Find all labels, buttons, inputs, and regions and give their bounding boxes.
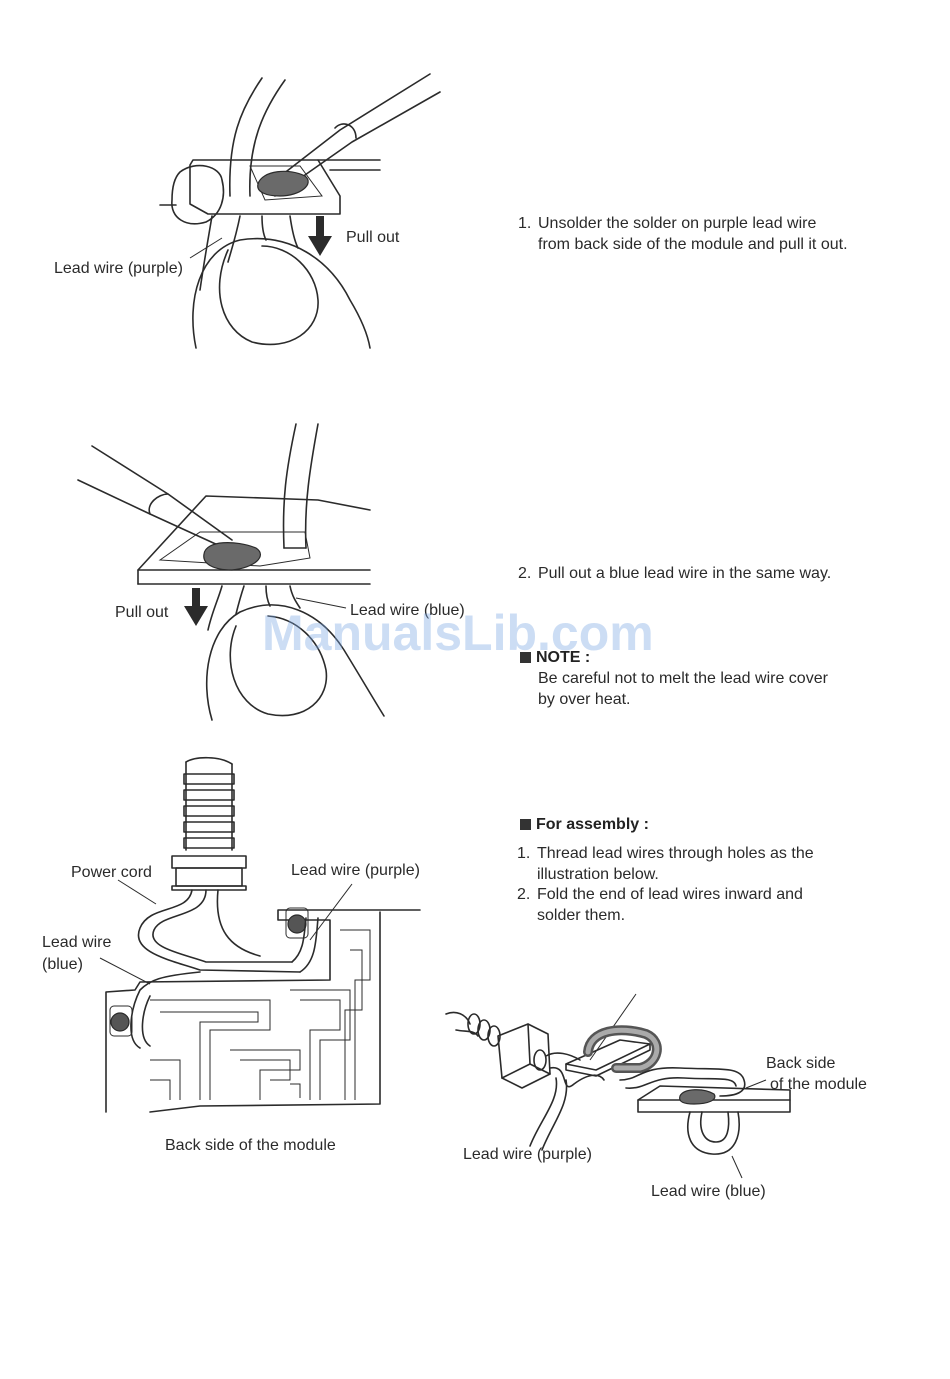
label-lead-wire-blue-3b: (blue) [42, 956, 83, 973]
assembly-step-2-line1: Fold the end of lead wires inward and [537, 886, 803, 903]
label-lead-wire-purple-3: Lead wire (purple) [291, 862, 420, 879]
square-bullet-icon [520, 652, 531, 663]
step-1: 1. Unsolder the solder on purple lead wir… [518, 213, 918, 255]
assembly-step-2-line2: solder them. [537, 907, 626, 924]
assembly-step-1-number: 1. [517, 845, 531, 862]
label-pull-out-1: Pull out [346, 229, 400, 246]
assembly-step-1-line1: Thread lead wires through holes as the [537, 845, 814, 862]
label-lead-wire-blue-2: Lead wire (blue) [350, 602, 465, 619]
label-pull-out-2: Pull out [115, 604, 169, 621]
assembly-step-2-number: 2. [517, 886, 531, 903]
assembly-step-1-line2: illustration below. [537, 866, 659, 883]
step-2-number: 2. [518, 565, 532, 582]
note-line1: Be careful not to melt the lead wire cov… [538, 670, 828, 687]
assembly-step-2: 2.Fold the end of lead wires inward and … [517, 884, 917, 926]
step-1-line2: from back side of the module and pull it… [538, 236, 848, 253]
assembly-step-1: 1. Thread lead wires through holes as the… [517, 843, 917, 885]
label-lead-wire-blue-4: Lead wire (blue) [651, 1183, 766, 1200]
square-bullet-icon [520, 819, 531, 830]
caption-back-side-module: Back side of the module [165, 1137, 336, 1154]
assembly-heading: For assembly : [520, 815, 649, 835]
note-body: Be careful not to melt the lead wire cov… [538, 668, 918, 710]
label-back-side-1: Back side [766, 1055, 836, 1072]
step-2: 2. Pull out a blue lead wire in the same … [518, 563, 918, 584]
label-lead-wire-blue-3a: Lead wire [42, 934, 112, 951]
step-2-text: Pull out a blue lead wire in the same wa… [538, 565, 832, 582]
label-lead-wire-purple-4: Lead wire (purple) [463, 1146, 592, 1163]
label-back-side-2: of the module [770, 1076, 867, 1093]
note-heading-text: NOTE : [536, 649, 591, 666]
note-line2: by over heat. [538, 691, 631, 708]
note-heading: NOTE : [520, 648, 590, 668]
watermark: ManualsLib.com [262, 605, 654, 661]
step-1-number: 1. [518, 215, 532, 232]
step-1-line1: Unsolder the solder on purple lead wire [538, 215, 817, 232]
label-power-cord: Power cord [71, 864, 152, 881]
label-lead-wire-purple-1: Lead wire (purple) [54, 260, 183, 277]
assembly-heading-text: For assembly : [536, 816, 649, 833]
